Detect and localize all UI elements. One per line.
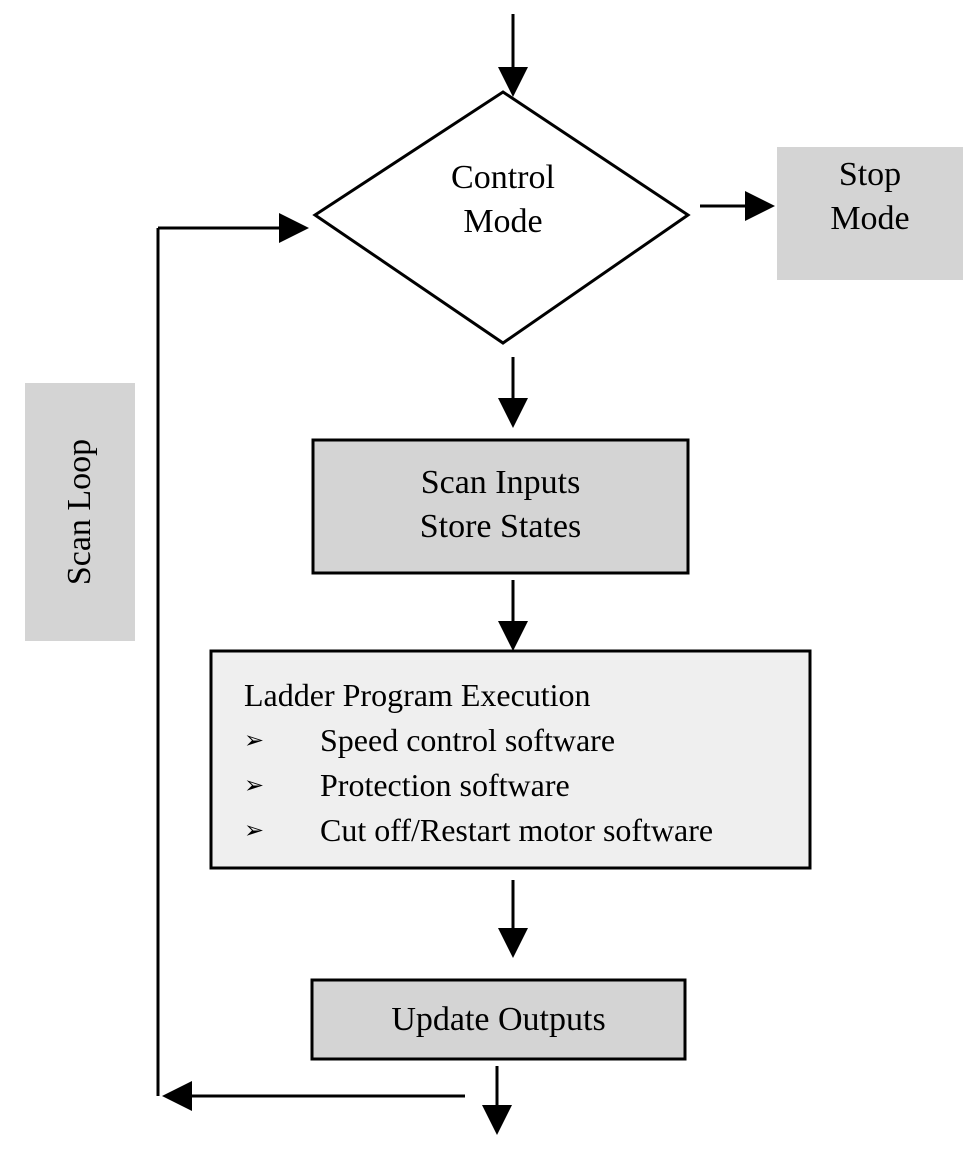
stop-mode-line1: Stop bbox=[838, 156, 902, 193]
control-mode-diamond bbox=[312, 90, 691, 345]
update-outputs-text: Update Outputs bbox=[391, 1000, 606, 1038]
control-mode-line1: Control bbox=[451, 159, 555, 196]
control-mode-label: Control Mode bbox=[403, 150, 603, 250]
scan-inputs-box bbox=[311, 438, 690, 575]
control-mode-line2: Mode bbox=[463, 203, 543, 240]
scan-loop-box bbox=[25, 383, 135, 641]
scan-loop-text: Scan Loop bbox=[61, 438, 98, 586]
arrow-bullet-icon: ➢ bbox=[244, 726, 265, 754]
stop-mode-box bbox=[777, 147, 963, 280]
arrow-bullet-icon: ➢ bbox=[244, 816, 265, 844]
scan-inputs-label: Scan Inputs Store States bbox=[313, 455, 688, 555]
ladder-item-text: Speed control software bbox=[320, 722, 616, 758]
update-outputs-box bbox=[310, 978, 687, 1061]
ladder-item: ➢ Cut off/Restart motor software bbox=[244, 808, 804, 853]
ladder-item: ➢ Speed control software bbox=[244, 718, 804, 763]
ladder-program-title: Ladder Program Execution bbox=[244, 677, 591, 713]
ladder-item: ➢ Protection software bbox=[244, 763, 804, 808]
ladder-item-text: Cut off/Restart motor software bbox=[320, 812, 714, 848]
scan-inputs-line1: Scan Inputs bbox=[420, 464, 581, 501]
stop-mode-line2: Mode bbox=[830, 200, 910, 237]
update-outputs-label: Update Outputs bbox=[312, 980, 685, 1059]
stop-mode-label: Stop Mode bbox=[777, 147, 963, 247]
arrow-bullet-icon: ➢ bbox=[244, 771, 265, 799]
ladder-program-box bbox=[209, 649, 812, 870]
ladder-program-content: Ladder Program Execution ➢ Speed control… bbox=[244, 673, 804, 853]
scan-inputs-line2: Store States bbox=[419, 508, 582, 545]
ladder-item-text: Protection software bbox=[320, 767, 570, 803]
